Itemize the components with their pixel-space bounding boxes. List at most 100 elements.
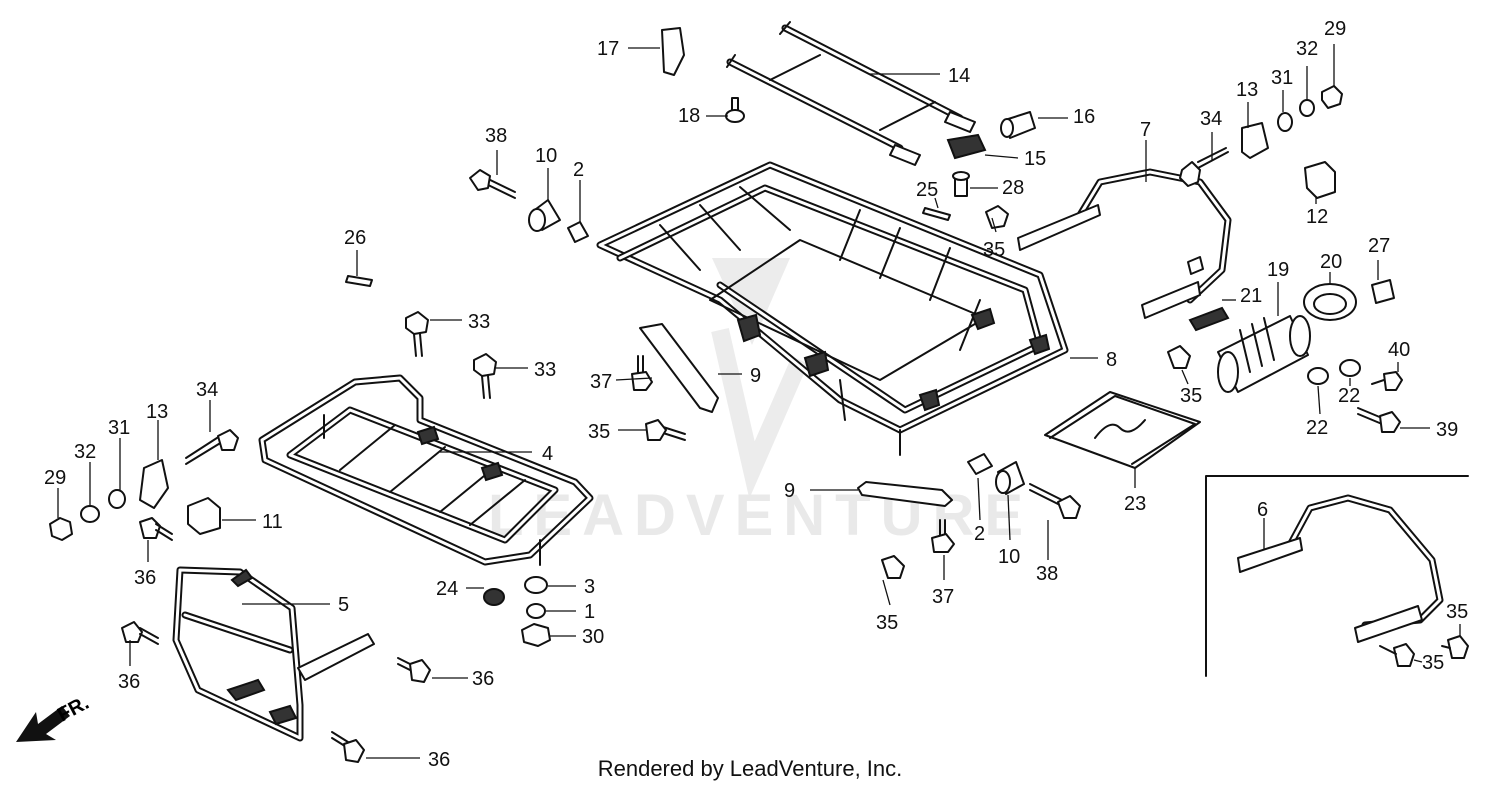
callout-32-front: 32 [74,441,96,463]
bolt-38-rear [1029,483,1081,519]
callout-24: 24 [436,578,458,600]
bolt-37-rear [631,355,653,391]
collar-2-front [567,221,589,243]
callout-29-rear: 29 [1324,18,1346,40]
nut-29-front [49,517,73,541]
callout-23: 23 [1124,493,1146,515]
band-21 [1188,306,1230,332]
callout-22b: 22 [1338,385,1360,407]
callout-1: 1 [584,601,595,623]
leader-lines [57,44,1461,759]
callout-31-rear: 31 [1271,67,1293,89]
bolt-35-inset-b [1379,643,1415,667]
bolt-33b [473,353,497,399]
inset-frame [1205,475,1469,677]
bolt-38-front [469,169,516,199]
callout-34-front: 34 [196,379,218,401]
bracket-9-front [857,481,953,507]
callout-39: 39 [1436,419,1458,441]
callout-22a: 22 [1306,417,1328,439]
callout-35-front: 35 [876,612,898,634]
callout-35-rear-a: 35 [588,421,610,443]
guard-bar-6 [1237,494,1444,643]
callout-33b: 33 [534,359,556,381]
bolt-36-front-a [139,517,173,541]
callout-35-inset-b: 35 [1422,652,1444,674]
callout-26: 26 [344,227,366,249]
callout-35-rear-c: 35 [1180,385,1202,407]
bolt-35-rear-c [1167,345,1191,369]
callout-11: 11 [262,511,283,533]
callout-13-rear: 13 [1236,79,1258,101]
callout-40: 40 [1388,339,1410,361]
callout-14: 14 [948,65,970,87]
bolt-35-inset-a [1441,635,1469,659]
label-26 [345,275,373,287]
callout-4: 4 [542,443,553,465]
callout-25: 25 [916,179,938,201]
callout-9-front: 9 [784,480,795,502]
callout-38-front: 38 [485,125,507,147]
bracket-17 [661,27,685,76]
callout-37-front: 37 [932,586,954,608]
callout-35-rear-b: 35 [983,239,1005,261]
callout-2-front: 2 [573,159,584,181]
washer-31-front [108,489,126,509]
bracket-9-rear [639,323,719,413]
callout-16: 16 [1073,106,1095,128]
washer-31-rear [1277,112,1293,132]
bolt-39 [1357,407,1401,433]
callout-7: 7 [1140,119,1151,141]
clip-15 [946,133,987,160]
tool-case-19 [1217,315,1311,393]
callout-10-front: 10 [535,145,557,167]
callout-27: 27 [1368,235,1390,257]
bolt-40 [1371,371,1403,391]
callout-21: 21 [1240,285,1262,307]
callout-2-rear: 2 [974,523,985,545]
callout-29-front: 29 [44,467,66,489]
bracket-13-front [139,459,169,509]
grommet-3 [524,576,548,594]
callout-28: 28 [1002,177,1024,199]
callout-31-front: 31 [108,417,130,439]
collar-1 [526,603,546,619]
bolt-18 [725,97,745,123]
nut-30 [521,623,551,647]
callout-9-rear: 9 [750,365,761,387]
bolt-34-front [185,429,239,465]
rear-carrier [596,161,1069,456]
label-25 [922,207,951,221]
bolt-34-rear [1179,147,1229,187]
collar-22b [1339,359,1361,377]
callout-38-rear: 38 [1036,563,1058,585]
callout-36d: 36 [428,749,450,771]
callout-33a: 33 [468,311,490,333]
seal-27 [1371,279,1395,304]
damper-11 [187,497,221,535]
callout-19: 19 [1267,259,1289,281]
callout-35-inset-a: 35 [1446,601,1468,623]
manual-23 [1044,391,1201,469]
grommet-28 [952,171,970,197]
callout-36b: 36 [118,671,140,693]
bolt-36-front-c [397,657,431,683]
callout-12: 12 [1306,206,1328,228]
callout-36c: 36 [472,668,494,690]
callout-37-rear: 37 [590,371,612,393]
bolt-35-rear-b [985,205,1009,229]
front-carrier [258,374,594,566]
collar-22a [1307,367,1329,385]
callout-6: 6 [1257,499,1268,521]
footer-credit: Rendered by LeadVenture, Inc. [597,756,903,781]
collar-2-rear [967,453,993,475]
cap-24 [483,588,505,606]
cap-20 [1303,283,1357,321]
sub-rack [726,21,976,166]
callout-13-front: 13 [146,401,168,423]
bolt-36-front-d [331,731,365,763]
callout-36a: 36 [134,567,156,589]
nut-29-rear [1321,85,1343,109]
front-direction-arrow: FR. [16,692,93,742]
